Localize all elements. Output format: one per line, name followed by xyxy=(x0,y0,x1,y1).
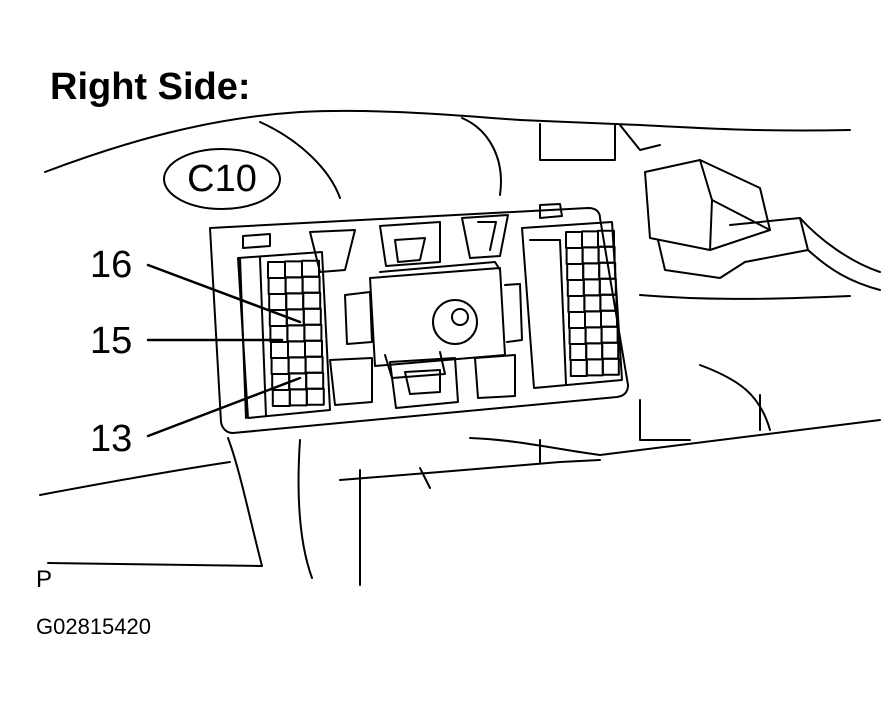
pin-cavity xyxy=(271,389,291,407)
pin-cavity xyxy=(285,292,305,311)
pin-cavity xyxy=(287,340,306,359)
junction-block xyxy=(209,203,629,434)
pin-cavity xyxy=(581,246,600,265)
pin-cavity xyxy=(583,294,602,313)
pin-cavity xyxy=(565,247,584,265)
connector-label-ellipse xyxy=(163,148,281,210)
leader-line-16 xyxy=(146,263,302,324)
pin-cavity xyxy=(268,293,288,311)
pin-cavity xyxy=(305,371,325,390)
pin-callout-15: 15 xyxy=(90,320,133,362)
pin-cavity xyxy=(585,342,604,361)
view-code: P xyxy=(36,566,53,593)
pin-cavity xyxy=(288,388,308,407)
pin-cavity xyxy=(304,339,323,358)
pin-cavity xyxy=(287,356,307,375)
connector-c10-pin-grid xyxy=(267,259,325,407)
pin-cavity xyxy=(566,279,585,297)
pin-cavity xyxy=(601,341,620,360)
pin-callout-16: 16 xyxy=(90,244,133,286)
pin-cavity xyxy=(301,275,321,294)
pin-cavity xyxy=(566,263,585,281)
pin-cavity xyxy=(284,260,303,279)
pin-cavity xyxy=(597,229,615,248)
pin-cavity xyxy=(568,327,587,345)
pin-cavity xyxy=(267,261,286,279)
pin-cavity xyxy=(600,325,619,344)
pin-cavity xyxy=(284,276,304,295)
pin-cavity xyxy=(304,355,324,374)
pin-cavity xyxy=(584,326,603,345)
pin-cavity xyxy=(567,295,586,313)
pin-cavity xyxy=(581,230,599,249)
pin-cavity xyxy=(301,259,320,278)
diagram-title: Right Side: xyxy=(50,66,251,108)
pin-cavity xyxy=(267,277,287,295)
center-relay xyxy=(344,261,523,379)
pin-cavity xyxy=(582,278,601,297)
pin-cavity xyxy=(565,231,583,249)
pin-cavity xyxy=(302,307,322,326)
pin-cavity xyxy=(569,343,588,361)
leader-line-13 xyxy=(146,376,302,438)
harness-connector xyxy=(644,159,881,291)
connector-label: C10 xyxy=(187,157,257,200)
pin-cavity xyxy=(585,358,604,377)
pin-cavity xyxy=(569,359,588,377)
pin-cavity xyxy=(286,324,306,343)
pin-cavity xyxy=(584,310,602,329)
pin-cavity xyxy=(270,341,289,359)
pin-cavity xyxy=(568,311,586,329)
vehicle-body-outline xyxy=(39,109,881,586)
callout-leaders xyxy=(146,263,302,438)
pin-cavity xyxy=(305,387,325,406)
right-connector-pin-grid xyxy=(565,229,620,377)
pin-cavity xyxy=(302,291,322,310)
pin-cavity xyxy=(582,262,601,281)
pin-cavity xyxy=(600,309,618,328)
figure-id: G02815420 xyxy=(36,614,151,639)
right-connector-body xyxy=(521,221,623,389)
pin-cavity xyxy=(270,357,290,375)
pin-cavity xyxy=(303,323,323,342)
relay-knob-icon xyxy=(432,299,478,345)
connector-c10-body xyxy=(237,251,331,419)
pin-callout-13: 13 xyxy=(90,418,133,460)
pin-cavity xyxy=(601,357,620,376)
